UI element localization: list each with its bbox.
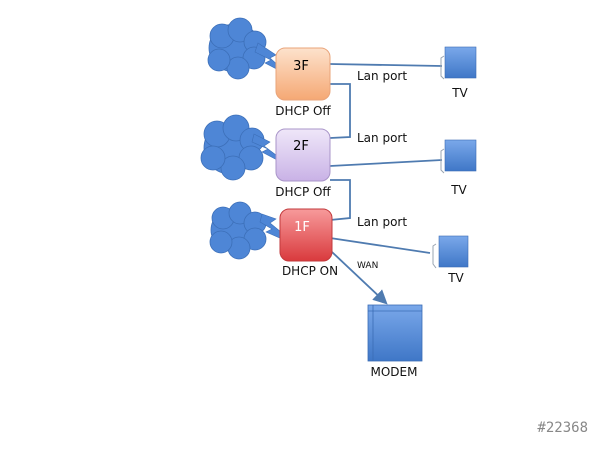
router-3f[interactable]: 3F DHCP Off — [275, 47, 331, 118]
tv-stand-icon — [440, 55, 445, 80]
router-2f[interactable]: 2F DHCP Off — [275, 128, 331, 199]
wifi-cloud-3f — [207, 17, 291, 80]
link-1f-tv — [329, 237, 431, 254]
tv-label: TV — [451, 86, 468, 100]
link-3f-tv — [329, 63, 443, 67]
modem-label: MODEM — [371, 365, 418, 379]
link-3f-2f — [329, 83, 351, 139]
tv-3f[interactable]: TV — [440, 46, 477, 100]
connectors — [329, 63, 443, 305]
tv-2f[interactable]: TV — [440, 139, 477, 197]
router-3f-dhcp-status: DHCP Off — [275, 104, 331, 118]
watermark: #22368 — [537, 420, 588, 436]
lan-port-label-3f: Lan port — [357, 69, 407, 83]
lan-port-label-1f: Lan port — [357, 215, 407, 229]
wifi-cloud-2f — [200, 114, 297, 181]
link-2f-tv — [329, 159, 443, 167]
wan-label: WAN — [357, 261, 378, 271]
tv-icon — [438, 235, 469, 268]
tv-icon — [444, 139, 477, 172]
router-1f-dhcp-status: DHCP ON — [282, 264, 338, 278]
tv-icon — [444, 46, 477, 79]
router-3f-label: 3F — [293, 59, 309, 74]
cloud-icon — [209, 201, 267, 260]
router-2f-dhcp-status: DHCP Off — [275, 185, 331, 199]
lan-port-label-2f: Lan port — [357, 131, 407, 145]
link-wan-modem — [331, 251, 388, 305]
tv-label: TV — [450, 183, 467, 197]
cloud-icon — [200, 114, 265, 181]
router-1f[interactable]: 1F DHCP ON — [279, 208, 338, 278]
router-2f-label: 2F — [293, 139, 309, 154]
modem-icon — [367, 304, 423, 362]
tv-label: TV — [447, 271, 464, 285]
tv-stand-icon — [440, 148, 445, 174]
wifi-cloud-1f — [209, 201, 299, 260]
router-1f-label: 1F — [294, 220, 310, 235]
link-2f-1f — [329, 179, 351, 221]
tv-1f[interactable]: TV — [432, 235, 469, 285]
tv-stand-icon — [432, 243, 437, 269]
modem[interactable]: MODEM — [367, 304, 423, 379]
